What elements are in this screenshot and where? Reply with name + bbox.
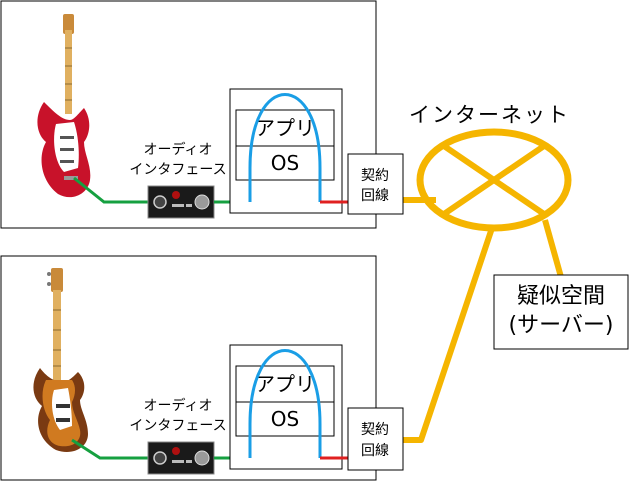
server-label-line1: 疑似空間	[517, 284, 605, 309]
contract-line-label-2: 回線	[361, 188, 389, 204]
internet-cross-b	[442, 143, 546, 217]
audio-interface-device	[147, 441, 215, 475]
station-2-frame	[0, 255, 377, 481]
audio-interface-device	[147, 185, 215, 219]
interface-label-line2: インタフェース	[129, 418, 226, 434]
interface-label-line2: インタフェース	[129, 162, 226, 178]
contract-line-label-1: 契約	[361, 168, 389, 184]
server-box: 疑似空間 (サーバー)	[493, 274, 629, 350]
internet-ellipse	[416, 128, 572, 232]
server-box-border	[493, 274, 629, 350]
signal-arch	[248, 349, 322, 458]
green-cable-bass-to-interface	[71, 438, 160, 460]
server-label-line2: (サーバー)	[509, 313, 614, 338]
os-layer	[235, 145, 335, 181]
os-label: OS	[271, 407, 299, 431]
station-2: オーディオ インタフェース アプリ OS 契約 回線	[0, 255, 404, 481]
station-1: オーディオ インタフェース アプリ OS 契約 回線	[0, 0, 404, 229]
contract-line-box	[347, 153, 404, 215]
os-label: OS	[271, 151, 299, 175]
interface-label-line1: オーディオ	[143, 141, 212, 158]
contract-line-box	[347, 407, 404, 471]
bass-guitar-icon	[33, 268, 88, 453]
electric-guitar-icon	[37, 14, 91, 198]
contract-line-label-2: 回線	[361, 443, 389, 459]
station-1-frame	[0, 0, 377, 229]
green-cable-guitar-to-interface	[73, 176, 160, 204]
link-station2-to-internet	[403, 227, 495, 443]
link-internet-to-server	[542, 219, 564, 278]
signal-arch	[248, 93, 322, 202]
internet-label: インターネット	[409, 103, 570, 127]
contract-line-label-1: 契約	[361, 422, 389, 438]
os-layer	[235, 401, 335, 437]
app-label: アプリ	[255, 372, 315, 396]
app-label: アプリ	[255, 116, 315, 140]
interface-label-line1: オーディオ	[143, 397, 212, 414]
internet-node	[416, 128, 572, 232]
